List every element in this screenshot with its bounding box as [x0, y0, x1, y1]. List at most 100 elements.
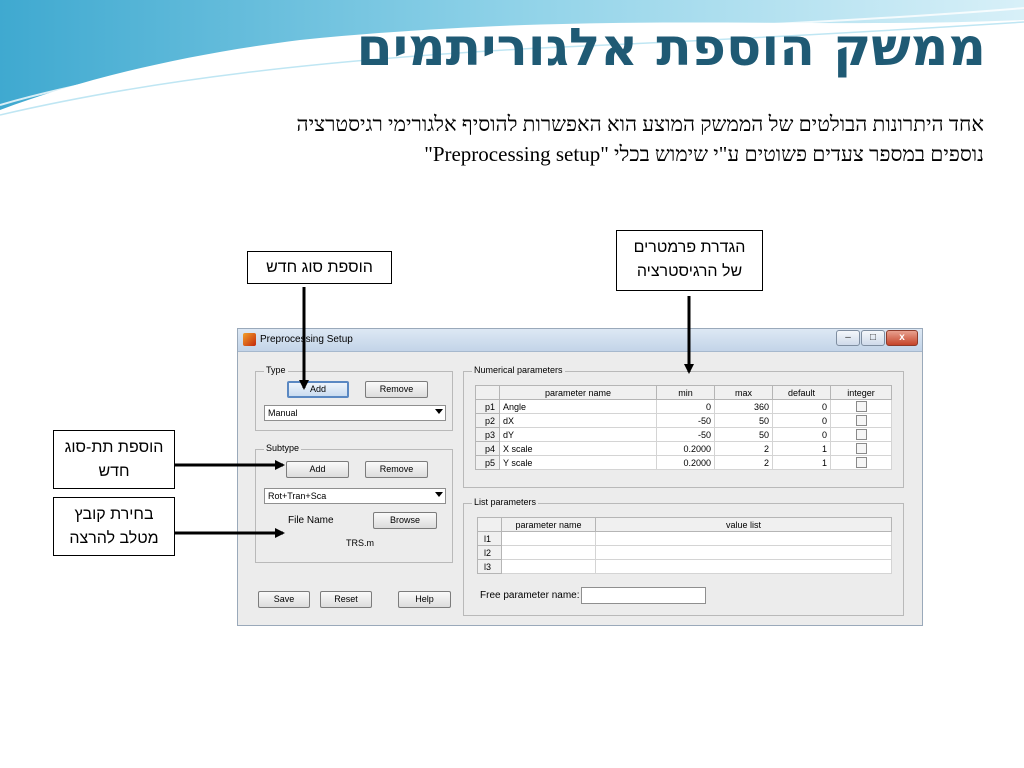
cell-min[interactable]: -50 — [656, 413, 715, 428]
numerical-parameters-label: Numerical parameters — [472, 365, 565, 375]
list-parameters-label: List parameters — [472, 497, 539, 507]
subtype-add-button[interactable]: Add — [286, 461, 349, 478]
cell-max[interactable]: 50 — [714, 427, 773, 442]
column-header[interactable]: integer — [830, 385, 892, 400]
type-remove-button[interactable]: Remove — [365, 381, 428, 398]
cell-value-list[interactable] — [595, 559, 892, 574]
cell-parameter-name[interactable]: X scale — [499, 441, 657, 456]
cell-parameter-name[interactable]: dY — [499, 427, 657, 442]
cell-integer — [830, 427, 892, 442]
type-group-label: Type — [264, 365, 288, 375]
cell-integer — [830, 413, 892, 428]
numerical-parameters-group: Numerical parameters parameter name min … — [463, 365, 904, 488]
table-corner — [475, 385, 500, 400]
list-parameters-group: List parameters parameter name value lis… — [463, 497, 904, 616]
save-button[interactable]: Save — [258, 591, 310, 608]
callout-add-subtype-line-2: חדש — [98, 463, 130, 480]
cell-value-list[interactable] — [595, 531, 892, 546]
table-row: p4 X scale 0.2000 2 1 — [475, 441, 892, 456]
minimize-button[interactable]: – — [836, 330, 860, 346]
integer-checkbox[interactable] — [855, 429, 867, 441]
maximize-button[interactable]: □ — [861, 330, 885, 346]
type-add-button[interactable]: Add — [287, 381, 349, 398]
cell-parameter-name[interactable]: dX — [499, 413, 657, 428]
window-title: Preprocessing Setup — [260, 334, 353, 345]
table-row: l2 — [477, 545, 892, 560]
cell-default[interactable]: 0 — [772, 413, 831, 428]
table-row: l1 — [477, 531, 892, 546]
integer-checkbox[interactable] — [855, 457, 867, 469]
browse-button[interactable]: Browse — [373, 512, 437, 529]
column-header[interactable]: min — [656, 385, 715, 400]
table-row: p2 dX -50 50 0 — [475, 413, 892, 428]
callout-choose-file-line-2: מטלב להרצה — [69, 530, 159, 547]
cell-value-list[interactable] — [595, 545, 892, 560]
cell-max[interactable]: 360 — [714, 399, 773, 414]
numerical-parameters-table: parameter name min max default integer p… — [475, 385, 892, 470]
column-header[interactable]: value list — [595, 517, 892, 532]
cell-parameter-name[interactable]: Y scale — [499, 455, 657, 470]
cell-min[interactable]: 0.2000 — [656, 455, 715, 470]
window-titlebar[interactable]: Preprocessing Setup – □ x — [238, 329, 922, 352]
cell-default[interactable]: 0 — [772, 399, 831, 414]
background-wave — [0, 0, 1024, 116]
reset-button[interactable]: Reset — [320, 591, 372, 608]
table-row: l3 — [477, 559, 892, 574]
callout-add-type-text: הוספת סוג חדש — [266, 259, 373, 276]
subtype-remove-button[interactable]: Remove — [365, 461, 428, 478]
file-name-label: File Name — [288, 515, 334, 526]
cell-max[interactable]: 2 — [714, 455, 773, 470]
cell-max[interactable]: 2 — [714, 441, 773, 456]
cell-parameter-name[interactable] — [501, 531, 596, 546]
cell-min[interactable]: 0 — [656, 399, 715, 414]
row-header: l2 — [477, 545, 502, 560]
free-parameter-name-label: Free parameter name: — [480, 590, 580, 601]
table-header-row: parameter name value list — [477, 517, 892, 532]
subtype-select-value: Rot+Tran+Sca — [268, 491, 327, 501]
chevron-down-icon — [435, 492, 443, 497]
integer-checkbox[interactable] — [855, 401, 867, 413]
row-header: p5 — [475, 455, 500, 470]
cell-min[interactable]: -50 — [656, 427, 715, 442]
slide-text-line-1: אחד היתרונות הבולטים של הממשק המוצע הוא … — [296, 112, 984, 136]
callout-choose-file: בחירת קובץ מטלב להרצה — [53, 497, 175, 556]
cell-default[interactable]: 0 — [772, 427, 831, 442]
slide-text-line-2: נוספים במספר צעדים פשוטים ע"י שימוש בכלי… — [424, 142, 984, 166]
column-header[interactable]: parameter name — [499, 385, 657, 400]
table-row: p3 dY -50 50 0 — [475, 427, 892, 442]
cell-parameter-name[interactable] — [501, 559, 596, 574]
type-select[interactable]: Manual — [264, 405, 446, 421]
callout-add-type: הוספת סוג חדש — [247, 251, 392, 284]
row-header: p2 — [475, 413, 500, 428]
matlab-app-icon — [243, 333, 256, 346]
cell-parameter-name[interactable] — [501, 545, 596, 560]
subtype-group-label: Subtype — [264, 443, 302, 453]
callout-choose-file-line-1: בחירת קובץ — [74, 506, 154, 523]
column-header[interactable]: default — [772, 385, 831, 400]
type-group: Type Add Remove Manual — [255, 365, 453, 431]
row-header: p3 — [475, 427, 500, 442]
free-parameter-name-input[interactable] — [581, 587, 706, 604]
callout-parameters-line-1: הגדרת פרמטרים — [633, 239, 746, 256]
cell-max[interactable]: 50 — [714, 413, 773, 428]
table-row: p5 Y scale 0.2000 2 1 — [475, 455, 892, 470]
callout-parameters-line-2: של הרגיסטרציה — [636, 263, 743, 280]
callout-add-subtype: הוספת תת-סוג חדש — [53, 430, 175, 489]
help-button[interactable]: Help — [398, 591, 451, 608]
cell-default[interactable]: 1 — [772, 441, 831, 456]
row-header: p4 — [475, 441, 500, 456]
subtype-select[interactable]: Rot+Tran+Sca — [264, 488, 446, 504]
cell-parameter-name[interactable]: Angle — [499, 399, 657, 414]
column-header[interactable]: max — [714, 385, 773, 400]
column-header[interactable]: parameter name — [501, 517, 596, 532]
cell-default[interactable]: 1 — [772, 455, 831, 470]
cell-min[interactable]: 0.2000 — [656, 441, 715, 456]
close-button[interactable]: x — [886, 330, 918, 346]
cell-integer — [830, 399, 892, 414]
cell-integer — [830, 441, 892, 456]
integer-checkbox[interactable] — [855, 443, 867, 455]
callout-add-subtype-line-1: הוספת תת-סוג — [64, 439, 164, 456]
integer-checkbox[interactable] — [855, 415, 867, 427]
row-header: l1 — [477, 531, 502, 546]
list-parameters-table: parameter name value list l1 l2 l3 — [477, 517, 892, 574]
